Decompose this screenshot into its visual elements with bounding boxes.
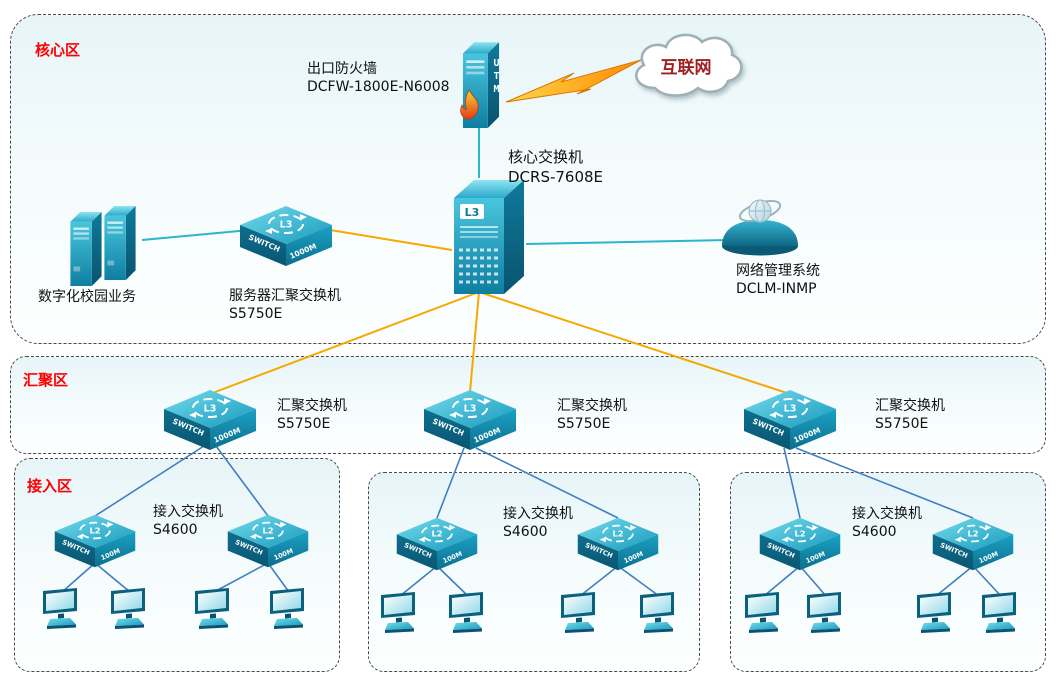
access-switch-icon-5 [758, 516, 842, 572]
aggregation-zone-label: 汇聚区 [23, 371, 69, 389]
agg-switch-icon-1 [162, 388, 258, 452]
nms-model: DCLM-INMP [736, 281, 817, 298]
core-zone-label: 核心区 [35, 41, 81, 59]
server-tower-icon-1 [70, 211, 102, 286]
core-switch-model: DCRS-7608E [508, 167, 604, 186]
servers-icon [70, 205, 136, 286]
servers-label: 数字化校园业务 [38, 289, 136, 305]
access-zone-3 [730, 472, 1046, 672]
server-switch-model: S5750E [229, 306, 283, 323]
pc-icon-7 [558, 592, 602, 634]
pc-icon-9 [742, 592, 786, 634]
server-agg-switch-icon [238, 204, 334, 268]
firewall-name: 出口防火墙 [307, 61, 377, 77]
firewall-label: 出口防火墙 DCFW-1800E-N6008 [307, 60, 450, 96]
access-switch-icon-2 [226, 513, 310, 569]
core-switch-badge-text: L3 [465, 206, 480, 219]
firewall-model: DCFW-1800E-N6008 [307, 79, 450, 96]
server-switch-name: 服务器汇聚交换机 [229, 288, 341, 304]
nms-name: 网络管理系统 [736, 263, 820, 279]
access-switch-label-1: 接入交换机 S4600 [153, 504, 223, 539]
agg-switch-label-3: 汇聚交换机 S5750E [875, 398, 945, 433]
pc-icon-3 [192, 588, 236, 630]
pc-icon-6 [446, 592, 490, 634]
core-switch-label: 核心交换机 DCRS-7608E [508, 148, 603, 187]
pc-icon-5 [378, 592, 422, 634]
flame-icon [460, 89, 479, 120]
access-switch-icon-3 [395, 516, 479, 572]
firewall-icon [460, 42, 500, 128]
agg-switch-icon-3 [742, 388, 838, 452]
access-switch-icon-1 [53, 513, 137, 569]
agg-switch-label-2: 汇聚交换机 S5750E [557, 398, 627, 433]
pc-icon-10 [804, 592, 848, 634]
internet-label: 互联网 [661, 58, 712, 78]
access-switch-label-3: 接入交换机 S4600 [852, 506, 922, 541]
pc-icon-11 [914, 592, 958, 634]
nms-label: 网络管理系统 DCLM-INMP [736, 262, 820, 298]
firewall-utm-badge: UTM [491, 58, 502, 97]
access-zone-label: 接入区 [27, 477, 73, 495]
core-switch-name: 核心交换机 [508, 148, 584, 166]
nms-icon [722, 199, 798, 256]
agg-switch-label-1: 汇聚交换机 S5750E [277, 398, 347, 433]
agg-switch-icon-2 [422, 388, 518, 452]
access-zone-2 [368, 472, 700, 672]
pc-icon-2 [108, 588, 152, 630]
core-switch-icon: L3 [454, 180, 524, 294]
access-switch-label-2: 接入交换机 S4600 [503, 506, 573, 541]
pc-icon-8 [637, 592, 681, 634]
access-switch-icon-4 [576, 516, 660, 572]
pc-icon-4 [267, 588, 311, 630]
server-switch-label: 服务器汇聚交换机 S5750E [229, 287, 341, 323]
pc-icon-12 [979, 592, 1023, 634]
server-tower-icon-2 [104, 205, 136, 280]
internet-cloud-icon: 互联网 [635, 33, 743, 97]
pc-icon-1 [40, 588, 84, 630]
access-switch-icon-6 [931, 516, 1015, 572]
